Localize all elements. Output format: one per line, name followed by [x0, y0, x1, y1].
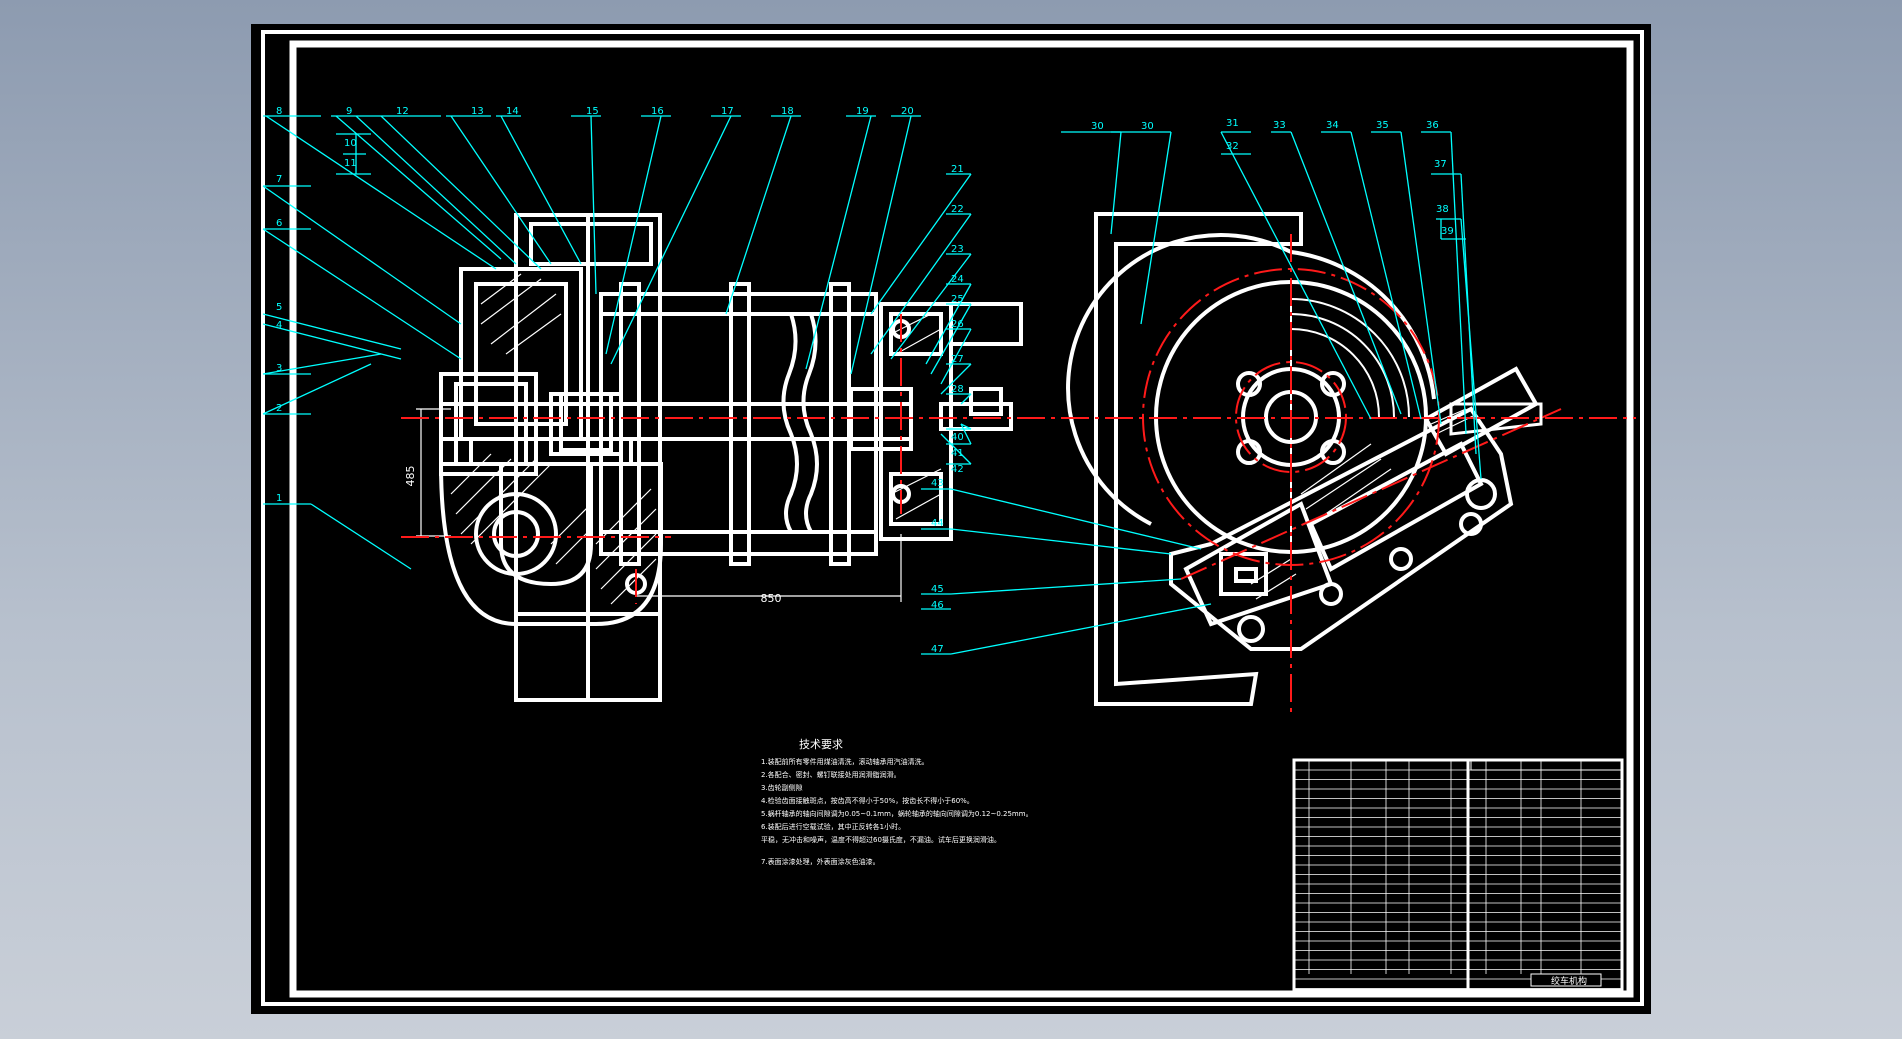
balloon-17: 17: [721, 106, 734, 117]
inner-border: [289, 40, 1634, 998]
balloon-25: 25: [951, 294, 964, 305]
parts-list-rows: [1294, 760, 1622, 989]
balloon-32: 32: [1226, 141, 1239, 152]
balloon-26: 26: [951, 319, 964, 330]
balloon-33: 33: [1273, 120, 1286, 131]
note-line: 6.装配后进行空载试验，其中正反转各1小时。: [761, 822, 905, 831]
note-line: 4.检验齿面接触斑点，按齿高不得小于50%，按齿长不得小于60%。: [761, 796, 974, 805]
balloon-21: 21: [951, 164, 964, 175]
note-line: 5.蜗杆轴承的轴向间隙调为0.05~0.1mm，蜗轮轴承的轴向间隙调为0.12~…: [761, 809, 1033, 818]
balloon-labels-right: 30 30 31 32 33 34 35 36 37 38 39 40 41 4…: [931, 118, 1454, 655]
balloon-35: 35: [1376, 120, 1389, 131]
balloon-14: 14: [506, 106, 519, 117]
note-line: 平稳，无冲击和噪声，温度不得超过60摄氏度，不漏油。试车后更换润滑油。: [761, 835, 1001, 844]
note-line: 1.装配前所有零件用煤油清洗，滚动轴承用汽油清洗。: [761, 757, 929, 766]
balloon-27: 27: [951, 354, 964, 365]
balloon-4: 4: [276, 320, 282, 331]
outer-border: [261, 30, 1644, 1006]
balloon-9: 9: [346, 106, 352, 117]
dimension-485: 485: [404, 466, 417, 487]
balloon-22: 22: [951, 204, 964, 215]
balloon-8: 8: [276, 106, 282, 117]
balloon-30b: 30: [1141, 121, 1154, 132]
balloon-3: 3: [276, 363, 282, 374]
parts-list: [1292, 758, 1624, 992]
cad-drawing[interactable]: 485 850: [251, 24, 1651, 1014]
balloon-12: 12: [396, 106, 409, 117]
right-end-view: [1066, 212, 1543, 706]
title-block-name-cell: [1530, 973, 1602, 987]
balloon-13: 13: [471, 106, 484, 117]
balloon-24: 24: [951, 274, 964, 285]
notes-title: 技术要求: [799, 738, 843, 751]
balloon-38: 38: [1436, 204, 1449, 215]
note-line: 2.各配合、密封、螺钉联接处用润滑脂润滑。: [761, 770, 901, 779]
balloon-43: 43: [931, 478, 944, 489]
balloon-47: 47: [931, 644, 944, 655]
balloon-44: 44: [931, 518, 944, 529]
balloon-10: 10: [344, 138, 357, 149]
balloon-16: 16: [651, 106, 664, 117]
balloon-34: 34: [1326, 120, 1339, 131]
balloon-1: 1: [276, 493, 282, 504]
balloon-36: 36: [1426, 120, 1439, 131]
balloon-41: 41: [951, 448, 964, 459]
note-line: 3.齿轮副侧隙: [761, 783, 803, 792]
balloon-39: 39: [1441, 226, 1454, 237]
balloon-28: 28: [951, 384, 964, 395]
centerlines: [401, 234, 1636, 714]
balloon-labels-left: 8 9 10 11 12 13 14 15 16 17 18 19 20 21 …: [276, 106, 964, 504]
balloon-37: 37: [1434, 159, 1447, 170]
balloon-11: 11: [344, 158, 357, 169]
title-block-name: 绞车机构: [1551, 975, 1587, 987]
balloon-5: 5: [276, 302, 282, 313]
dimension-850: 850: [761, 592, 782, 605]
drawing-sheet[interactable]: 485 850: [251, 24, 1651, 1014]
balloon-20: 20: [901, 106, 914, 117]
balloon-42: 42: [951, 464, 964, 475]
balloon-30a: 30: [1091, 121, 1104, 132]
balloon-19: 19: [856, 106, 869, 117]
balloon-23: 23: [951, 244, 964, 255]
balloon-46: 46: [931, 600, 944, 611]
left-section-view: [438, 213, 1023, 702]
balloon-2: 2: [276, 403, 282, 414]
balloon-45: 45: [931, 584, 944, 595]
balloon-40: 40: [951, 432, 964, 443]
technical-notes: 技术要求 1.装配前所有零件用煤油清洗，滚动轴承用汽油清洗。 2.各配合、密封、…: [761, 738, 1033, 866]
balloon-18: 18: [781, 106, 794, 117]
balloon-6: 6: [276, 218, 282, 229]
note-line: 7.表面涂漆处理，外表面涂灰色油漆。: [761, 857, 880, 866]
balloon-15: 15: [586, 106, 599, 117]
balloon-31: 31: [1226, 118, 1239, 129]
leader-lines: [262, 115, 1482, 655]
balloon-7: 7: [276, 174, 282, 185]
